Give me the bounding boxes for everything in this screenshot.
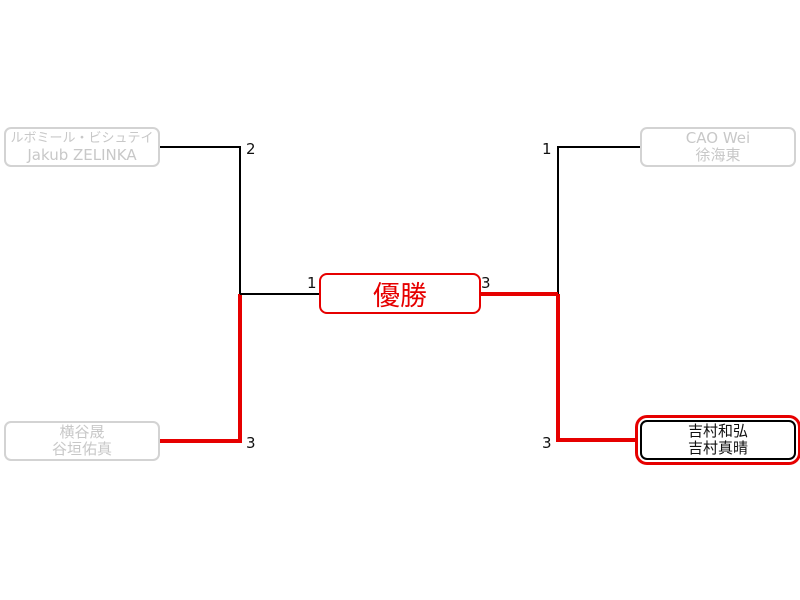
bracket-line-bottom-left: [160, 294, 242, 443]
team-player-1: 横谷晟: [59, 423, 105, 441]
score-final-right: 3: [481, 274, 491, 292]
score-bottom-right: 3: [542, 434, 552, 452]
team-player-2: 谷垣佑真: [51, 440, 112, 458]
score-final-left: 1: [307, 274, 317, 292]
team-player-2: Jakub ZELINKA: [27, 146, 137, 164]
champion-box: 優勝: [319, 273, 481, 314]
team-box-top-right: CAO Wei 徐海東: [640, 127, 796, 167]
bracket-line-top-right: [557, 146, 640, 294]
team-player-2: 徐海東: [695, 146, 741, 164]
team-player-1: CAO Wei: [685, 129, 751, 147]
team-box-top-left: ルボミール・ビシュテイ Jakub ZELINKA: [4, 127, 160, 167]
team-player-2: 吉村真晴: [687, 439, 748, 457]
score-top-right: 1: [542, 140, 552, 158]
champion-label: 優勝: [373, 281, 427, 312]
team-box-bottom-right-winner: 吉村和弘 吉村真晴: [640, 420, 796, 460]
team-player-1: ルボミール・ビシュテイ: [10, 131, 154, 146]
team-player-1: 吉村和弘: [687, 422, 748, 440]
score-top-left: 2: [246, 140, 256, 158]
bracket-line-bottom-right: [556, 294, 640, 442]
bracket-line-top-left: [160, 146, 241, 294]
score-bottom-left: 3: [246, 434, 256, 452]
team-box-bottom-left: 横谷晟 谷垣佑真: [4, 421, 160, 461]
